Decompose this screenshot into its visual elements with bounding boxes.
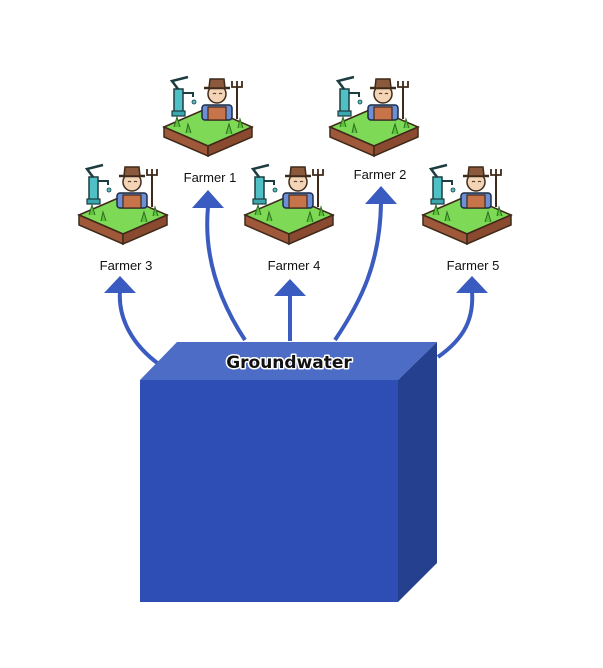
groundwater-box: Groundwater [140, 342, 437, 602]
farm-illustration-farmer-1 [162, 75, 254, 158]
farmer-5-label: Farmer 5 [447, 258, 500, 273]
arrows [104, 186, 488, 367]
farm-illustration-farmer-2 [328, 75, 420, 158]
arrowhead-farmer-4 [274, 279, 306, 296]
farm-illustration-farmer-5 [421, 163, 513, 246]
groundwater-box-top [140, 342, 437, 380]
arrow-to-farmer-1 [205, 206, 247, 342]
arrowhead-farmer-5 [456, 276, 488, 293]
farm-illustration-farmer-3 [77, 163, 169, 246]
farmer-4-label: Farmer 4 [268, 258, 321, 273]
arrowhead-farmer-2 [365, 186, 397, 204]
arrow-to-farmer-3 [117, 290, 162, 367]
farm-illustration-farmer-4 [243, 163, 335, 246]
groundwater-label: Groundwater [226, 353, 352, 373]
arrowhead-farmer-3 [104, 276, 136, 293]
groundwater-box-front [140, 380, 398, 602]
arrow-to-farmer-5 [436, 290, 475, 359]
groundwater-box-side [398, 342, 437, 602]
farmer-2-label: Farmer 2 [354, 167, 407, 182]
farmer-1-label: Farmer 1 [184, 170, 237, 185]
farmer-3-label: Farmer 3 [100, 258, 153, 273]
arrow-to-farmer-2 [333, 202, 383, 342]
arrowhead-farmer-1 [192, 190, 224, 208]
